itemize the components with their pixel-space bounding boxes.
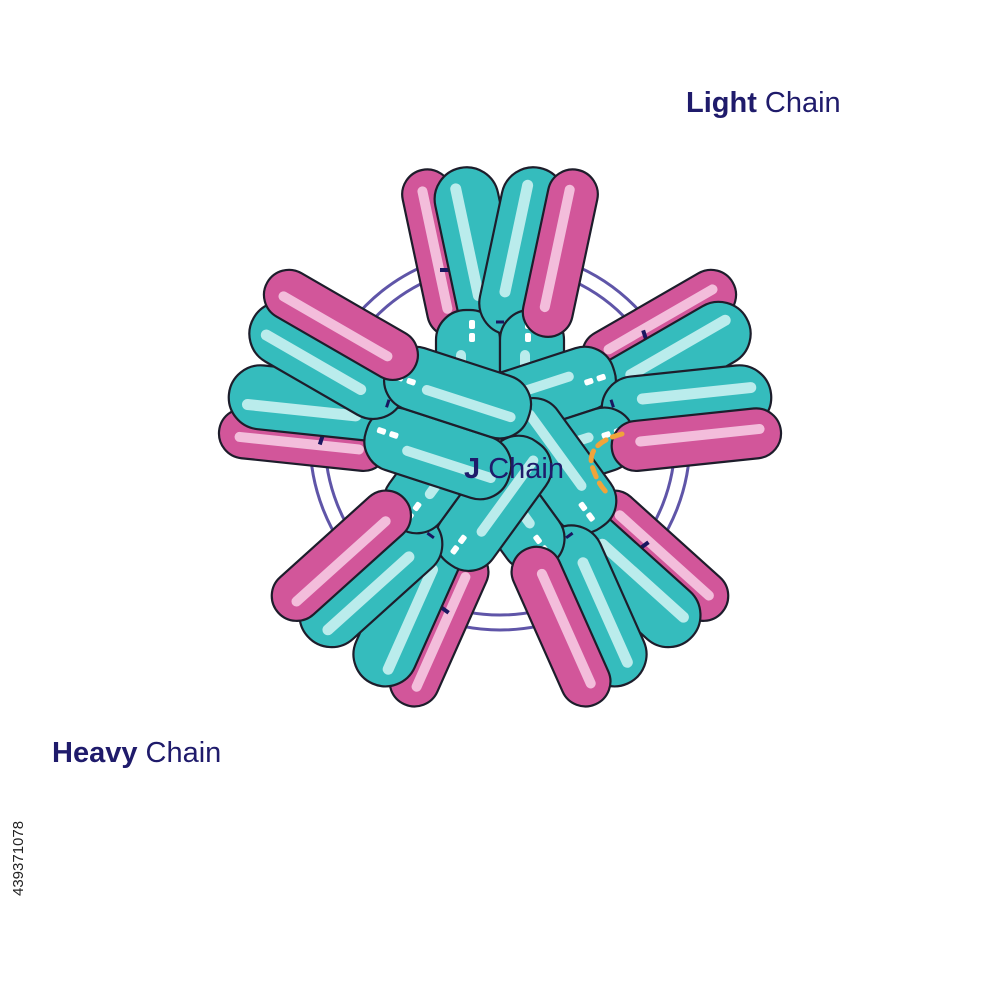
- light-chain-label-rest: Chain: [757, 87, 841, 119]
- light-chain-label: Light Chain: [686, 87, 841, 119]
- light-chain-label-strong: Light: [686, 87, 757, 119]
- stock-id-text: 439371078: [10, 821, 27, 896]
- heavy-chain-label: Heavy Chain: [52, 737, 221, 769]
- j-chain-link: [588, 431, 625, 497]
- heavy-chain-label-rest: Chain: [137, 737, 221, 769]
- heavy-chain-label-strong: Heavy: [52, 737, 137, 769]
- j-chain-label-strong: J: [464, 453, 480, 485]
- j-chain-label-rest: Chain: [480, 453, 564, 485]
- j-chain-label: J Chain: [464, 453, 564, 485]
- stock-id-watermark: 439371078: [10, 821, 27, 896]
